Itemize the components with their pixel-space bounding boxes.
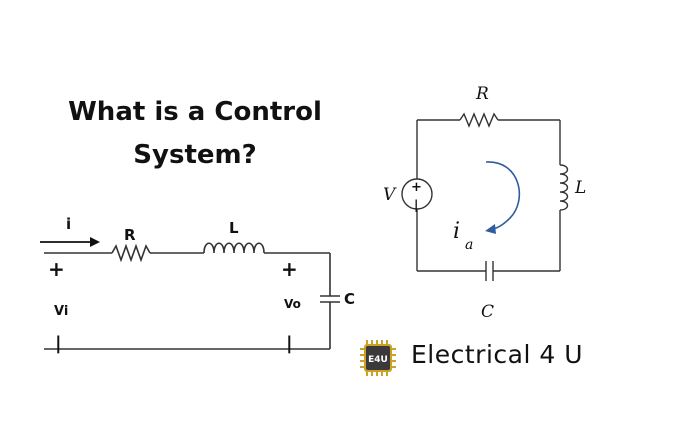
- source-plus-sign: +: [411, 180, 422, 195]
- left-inductor-label: L: [229, 219, 239, 237]
- left-inductor: [203, 242, 265, 254]
- right-inductor: [559, 164, 569, 211]
- loop-current-subscript: a: [465, 237, 473, 253]
- right-circuit: [401, 112, 569, 281]
- input-minus-sign: |: [55, 333, 62, 354]
- left-resistor-label: R: [124, 226, 136, 244]
- input-voltage-label: Vi: [54, 304, 68, 319]
- left-resistor: [111, 243, 151, 263]
- right-capacitor-label: C: [481, 302, 494, 322]
- loop-current-arrow: [485, 161, 521, 234]
- current-label: i: [66, 215, 71, 233]
- right-resistor-label: R: [475, 84, 489, 104]
- right-resistor: [459, 112, 499, 128]
- input-plus-sign: +: [48, 257, 65, 281]
- loop-current-label: i: [453, 219, 460, 244]
- current-arrow: [40, 237, 100, 247]
- output-plus-sign: +: [281, 257, 298, 281]
- left-circuit: [44, 242, 340, 350]
- page-title-line-1: What is a Control: [68, 97, 322, 127]
- output-minus-sign: |: [286, 333, 293, 354]
- output-voltage-label: Vo: [284, 297, 301, 311]
- left-capacitor-label: C: [344, 290, 355, 308]
- page-title-line-2: System?: [133, 140, 257, 170]
- logo-text: E4U: [368, 355, 388, 365]
- right-inductor-label: L: [574, 178, 586, 198]
- e4u-logo-chip-icon: E4U: [360, 340, 396, 376]
- source-minus-sign: |: [414, 198, 418, 212]
- brand-name: Electrical 4 U: [411, 340, 584, 369]
- source-voltage-label: V: [383, 185, 397, 205]
